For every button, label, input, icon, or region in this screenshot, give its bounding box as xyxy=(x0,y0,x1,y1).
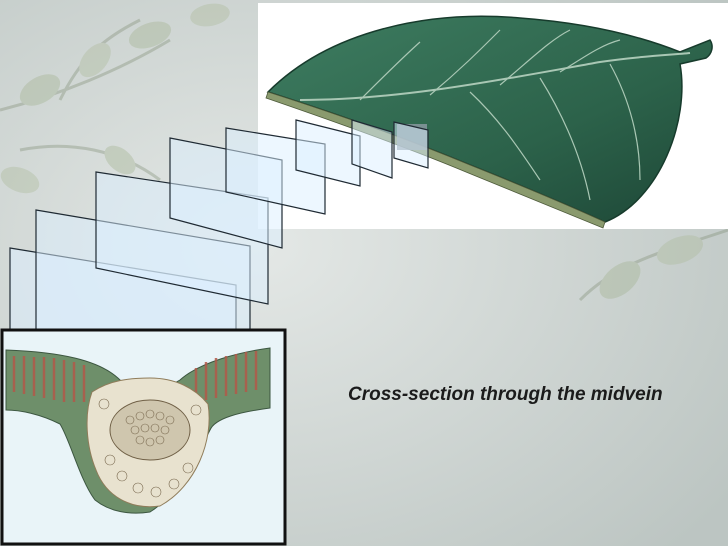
decorative-branches xyxy=(0,3,728,302)
bundle-cells xyxy=(98,398,202,498)
section-planes xyxy=(9,119,429,331)
leaf-cross-section-micrograph xyxy=(0,328,287,546)
leaf-veins xyxy=(299,29,691,201)
slide-caption: Cross-section through the midvein xyxy=(348,384,663,405)
section-plane xyxy=(295,119,361,187)
section-plane xyxy=(393,121,429,169)
section-plane xyxy=(351,119,393,179)
leaf-illustration xyxy=(258,3,728,229)
vascular-bundle xyxy=(109,399,191,461)
